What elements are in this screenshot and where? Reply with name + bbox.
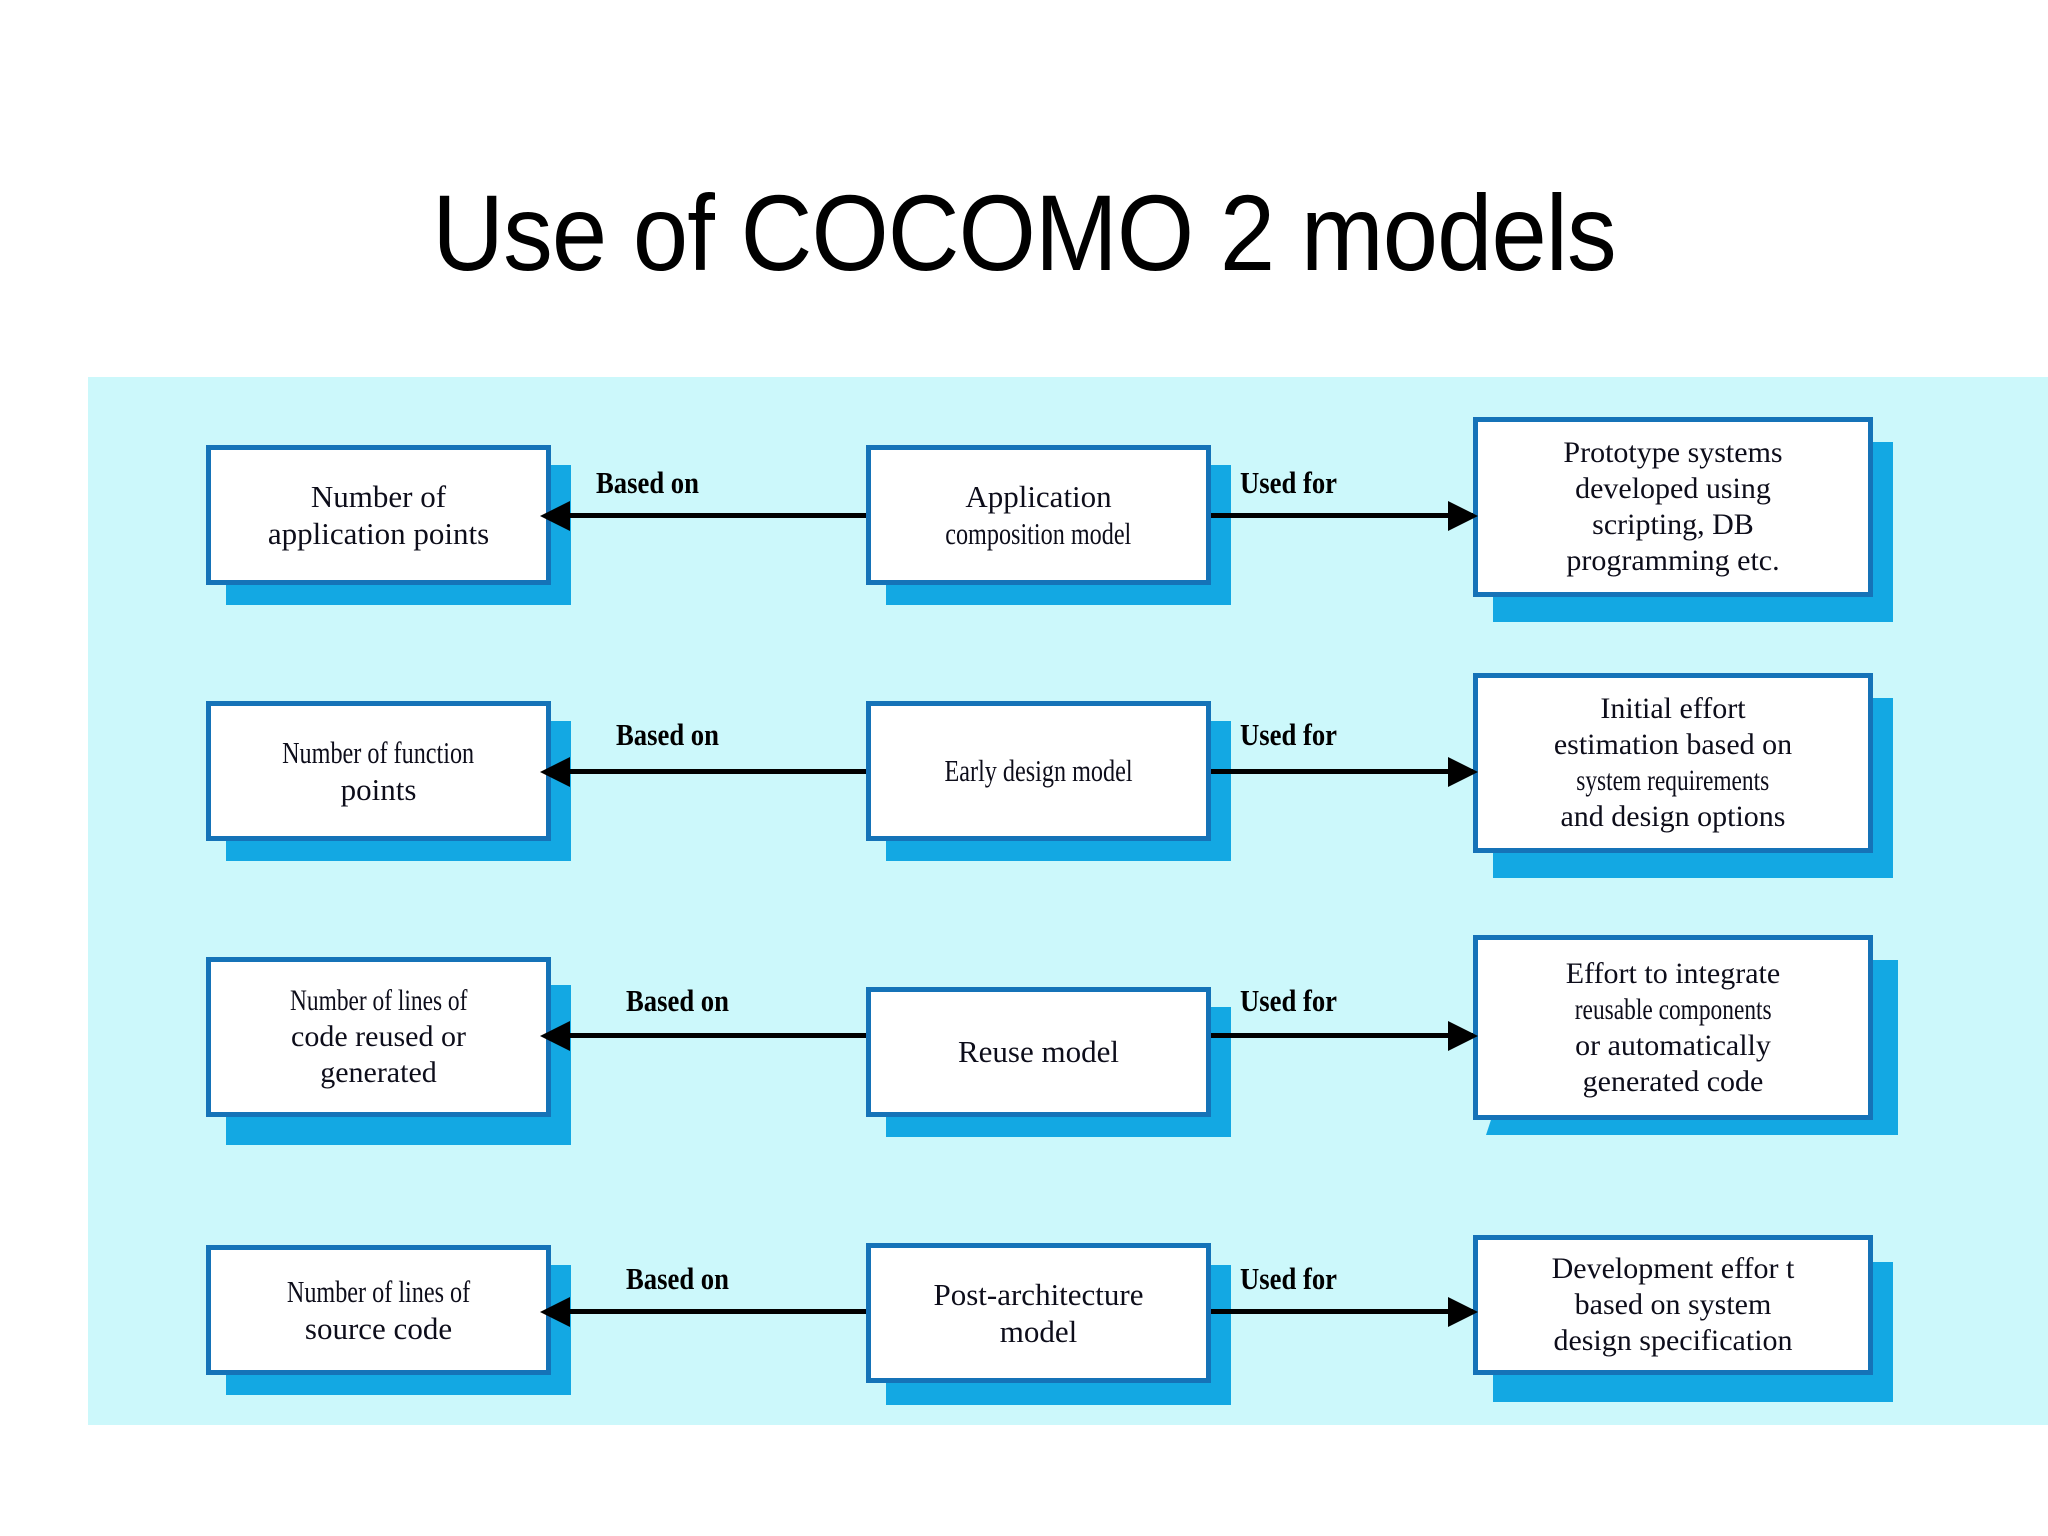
node-text-line: generated code bbox=[1582, 1064, 1764, 1098]
node-prototype-systems-output[interactable]: Prototype systems developed using script… bbox=[1473, 417, 1873, 597]
node-text: Early design model bbox=[912, 752, 1165, 789]
node-text: Application composition model bbox=[913, 478, 1164, 552]
node-text-line: Reuse model bbox=[958, 1034, 1119, 1070]
node-text-line: Number of lines of bbox=[289, 984, 468, 1017]
connector-used-for bbox=[1208, 513, 1473, 518]
node-text-line: source code bbox=[304, 1311, 453, 1346]
node-text-line: reusable components bbox=[1574, 992, 1772, 1026]
arrowhead-left-icon bbox=[540, 1021, 570, 1051]
node-text-line: based on system bbox=[1574, 1288, 1772, 1321]
node-application-composition-model[interactable]: Application composition model bbox=[866, 445, 1211, 585]
node-reuse-model[interactable]: Reuse model bbox=[866, 987, 1211, 1117]
edge-label-based-on: Based on bbox=[626, 983, 729, 1018]
node-text: Number of lines of code reused or genera… bbox=[259, 983, 498, 1091]
connector-based-on bbox=[558, 1309, 868, 1314]
diagram-row-application-composition: Number of application points Application… bbox=[88, 417, 2048, 647]
node-text-line: programming etc. bbox=[1566, 544, 1780, 577]
node-text: Post-architecture model bbox=[927, 1276, 1149, 1350]
node-text-line: Number of bbox=[310, 478, 447, 514]
node-text-line: Number of function bbox=[282, 734, 475, 770]
cocomo-models-diagram: Number of application points Application… bbox=[88, 377, 2048, 1425]
node-text-line: application points bbox=[267, 516, 490, 551]
edge-label-used-for: Used for bbox=[1240, 465, 1338, 500]
node-text-line: Post-architecture bbox=[933, 1276, 1144, 1312]
connector-based-on bbox=[558, 513, 868, 518]
node-text-line: or automatically bbox=[1575, 1028, 1771, 1062]
connector-based-on bbox=[558, 1033, 868, 1038]
diagram-row-early-design: Number of function points Early design m… bbox=[88, 673, 2048, 903]
node-text: Prototype systems developed using script… bbox=[1557, 435, 1788, 579]
node-text: Number of application points bbox=[262, 478, 495, 552]
node-text-line: estimation based on bbox=[1553, 728, 1793, 761]
diagram-row-reuse: Number of lines of code reused or genera… bbox=[88, 935, 2048, 1185]
arrowhead-right-icon bbox=[1448, 757, 1478, 787]
node-number-of-lines-source-code[interactable]: Number of lines of source code bbox=[206, 1245, 551, 1375]
node-text-line: Number of lines of bbox=[286, 1273, 471, 1309]
node-text-line: system requirements bbox=[1576, 764, 1770, 797]
node-number-of-application-points[interactable]: Number of application points bbox=[206, 445, 551, 585]
node-text-line: Development effor t bbox=[1551, 1252, 1795, 1285]
connector-used-for bbox=[1208, 1309, 1473, 1314]
node-number-of-lines-reused-or-generated[interactable]: Number of lines of code reused or genera… bbox=[206, 957, 551, 1117]
connector-used-for bbox=[1208, 769, 1473, 774]
node-number-of-function-points[interactable]: Number of function points bbox=[206, 701, 551, 841]
node-text-line: developed using bbox=[1575, 472, 1771, 505]
edge-label-based-on: Based on bbox=[596, 465, 699, 500]
edge-label-based-on: Based on bbox=[626, 1261, 729, 1296]
node-text: Effort to integrate reusable components … bbox=[1541, 956, 1805, 1100]
node-post-architecture-model[interactable]: Post-architecture model bbox=[866, 1243, 1211, 1383]
node-text: Development effor t based on system desi… bbox=[1546, 1251, 1801, 1359]
arrowhead-right-icon bbox=[1448, 1021, 1478, 1051]
node-text-line: Prototype systems bbox=[1563, 436, 1783, 469]
node-text-line: scripting, DB bbox=[1592, 508, 1754, 541]
connector-based-on bbox=[558, 769, 868, 774]
arrowhead-right-icon bbox=[1448, 501, 1478, 531]
arrowhead-left-icon bbox=[540, 501, 570, 531]
node-development-effort-output[interactable]: Development effor t based on system desi… bbox=[1473, 1235, 1873, 1375]
node-effort-to-integrate-output[interactable]: Effort to integrate reusable components … bbox=[1473, 935, 1873, 1120]
node-text-line: points bbox=[340, 772, 417, 807]
node-text-line: Initial effort bbox=[1600, 692, 1746, 725]
node-text-line: Effort to integrate bbox=[1565, 956, 1781, 990]
arrowhead-right-icon bbox=[1448, 1297, 1478, 1327]
node-text-line: design specification bbox=[1553, 1324, 1793, 1357]
edge-label-used-for: Used for bbox=[1240, 717, 1338, 752]
node-text: Reuse model bbox=[952, 1033, 1125, 1070]
node-text: Number of function points bbox=[249, 734, 507, 808]
edge-label-used-for: Used for bbox=[1240, 983, 1338, 1018]
node-text-line: composition model bbox=[945, 516, 1132, 551]
node-text: Number of lines of source code bbox=[255, 1273, 502, 1347]
node-text-line: code reused or bbox=[291, 1020, 466, 1053]
arrowhead-left-icon bbox=[540, 1297, 570, 1327]
node-text-line: generated bbox=[320, 1056, 437, 1089]
node-text-line: and design options bbox=[1560, 800, 1786, 833]
connector-used-for bbox=[1208, 1033, 1473, 1038]
node-text-line: Application bbox=[965, 478, 1112, 514]
diagram-row-post-architecture: Number of lines of source code Post-arch… bbox=[88, 1217, 2048, 1407]
node-text-line: Early design model bbox=[944, 753, 1133, 789]
node-text-line: model bbox=[999, 1314, 1078, 1349]
node-text: Initial effort estimation based on syste… bbox=[1543, 691, 1802, 835]
page-title: Use of COCOMO 2 models bbox=[432, 172, 1616, 294]
edge-label-based-on: Based on bbox=[616, 717, 719, 752]
edge-label-used-for: Used for bbox=[1240, 1261, 1338, 1296]
node-early-design-model[interactable]: Early design model bbox=[866, 701, 1211, 841]
arrowhead-left-icon bbox=[540, 757, 570, 787]
node-initial-effort-estimation-output[interactable]: Initial effort estimation based on syste… bbox=[1473, 673, 1873, 853]
